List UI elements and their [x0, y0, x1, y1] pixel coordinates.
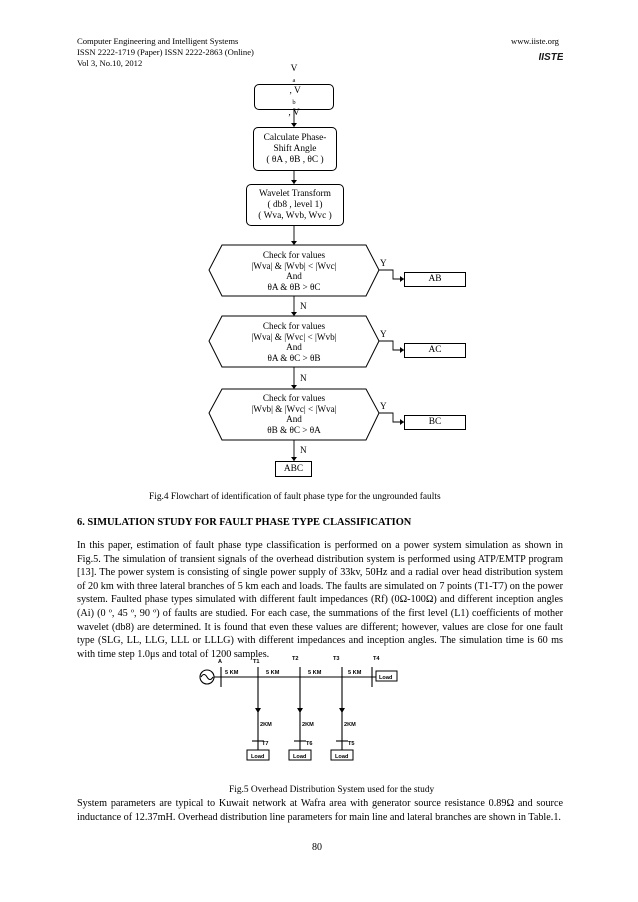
decision-hex-2 — [208, 315, 380, 368]
t5-label: T5 — [348, 741, 355, 747]
t1-label: T1 — [253, 659, 260, 665]
fig4-caption: Fig.4 Flowchart of identification of fau… — [149, 492, 441, 502]
fig5-caption: Fig.5 Overhead Distribution System used … — [229, 785, 435, 795]
distribution-network-diagram: A T1 T2 T3 T4 5 KM 5 KM 5 KM 5 KM 2KM 2K… — [199, 656, 398, 761]
decision-1-text: Check for values |Wva| & |Wvb| < |Wvc| A… — [251, 250, 337, 292]
page-number: 80 — [312, 842, 322, 853]
no-label-2: N — [300, 373, 307, 383]
output-ab-box: AB — [404, 272, 466, 287]
t6-label: T6 — [306, 741, 313, 747]
decision-3-text: Check for values |Wvb| & |Wvc| < |Wva| A… — [251, 393, 337, 435]
lateral-3-km: 2KM — [344, 722, 356, 728]
yes-label-2: Y — [380, 329, 387, 339]
load-t7: Load — [251, 754, 265, 760]
load-main: Load — [379, 675, 393, 681]
website-link[interactable]: www.iiste.org — [511, 36, 559, 46]
logo-text: IISTE — [539, 52, 563, 63]
no-label-3: N — [300, 445, 307, 455]
iiste-logo: IISTE — [538, 49, 564, 63]
load-t5: Load — [335, 754, 349, 760]
issn-line: ISSN 2222-1719 (Paper) ISSN 2222-2863 (O… — [77, 47, 254, 57]
no-label-1: N — [300, 301, 307, 311]
volume-line: Vol 3, No.10, 2012 — [77, 58, 143, 68]
output-abc-box: ABC — [275, 461, 312, 477]
segment-2-km: 5 KM — [266, 670, 280, 676]
t7-label: T7 — [262, 741, 269, 747]
paragraph-system-parameters: System parameters are typical to Kuwait … — [77, 798, 563, 823]
decision-2-text: Check for values |Wva| & |Wvc| < |Wvb| A… — [251, 321, 337, 363]
yes-label-1: Y — [380, 258, 387, 268]
journal-title: Computer Engineering and Intelligent Sys… — [77, 36, 239, 46]
node-a-label: A — [218, 659, 222, 665]
calculate-phase-shift-box: Calculate Phase- Shift Angle ( θA , θB ,… — [253, 127, 337, 171]
output-ac-box: AC — [404, 343, 466, 358]
lateral-1-km: 2KM — [260, 722, 272, 728]
wavelet-transform-box: Wavelet Transform ( db8 , level 1) ( Wva… — [246, 184, 344, 226]
decision-hex-3 — [208, 388, 380, 441]
lateral-2-km: 2KM — [302, 722, 314, 728]
t3-label: T3 — [333, 656, 340, 662]
paragraph-simulation: In this paper, estimation of fault phase… — [77, 540, 563, 660]
output-bc-box: BC — [404, 415, 466, 430]
decision-hex-1 — [208, 244, 380, 297]
t2-label: T2 — [292, 656, 299, 662]
section-heading: 6. SIMULATION STUDY FOR FAULT PHASE TYPE… — [77, 517, 412, 528]
segment-4-km: 5 KM — [348, 670, 362, 676]
segment-3-km: 5 KM — [308, 670, 322, 676]
t4-label: T4 — [373, 656, 380, 662]
load-t6: Load — [293, 754, 307, 760]
segment-1-km: 5 KM — [225, 670, 239, 676]
yes-label-3: Y — [380, 401, 387, 411]
